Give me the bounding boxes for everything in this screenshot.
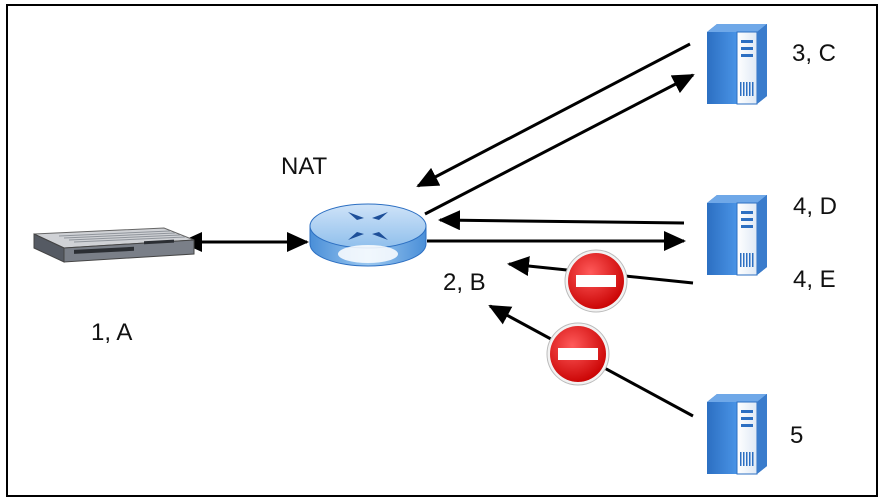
server-5-label: 5 (790, 422, 804, 449)
server-icon-c (706, 23, 768, 105)
host-a-label: 1, A (91, 319, 133, 346)
server-icon-d (706, 194, 768, 276)
arrow-d-to-router (438, 210, 685, 231)
arrow-c-to-router (416, 42, 691, 188)
nat-router-icon (309, 203, 427, 267)
network-device-icon (33, 227, 195, 263)
server-c-label: 3, C (792, 40, 837, 67)
server-e-label: 4, E (793, 266, 836, 293)
no-entry-icon-e (564, 249, 628, 313)
arrow-router-to-c (424, 73, 695, 216)
server-icon-5 (706, 393, 768, 475)
nat-label: NAT (281, 153, 328, 180)
server-d-label: 4, D (793, 193, 838, 220)
no-entry-icon-5 (546, 322, 610, 386)
router-b-label: 2, B (443, 269, 486, 296)
